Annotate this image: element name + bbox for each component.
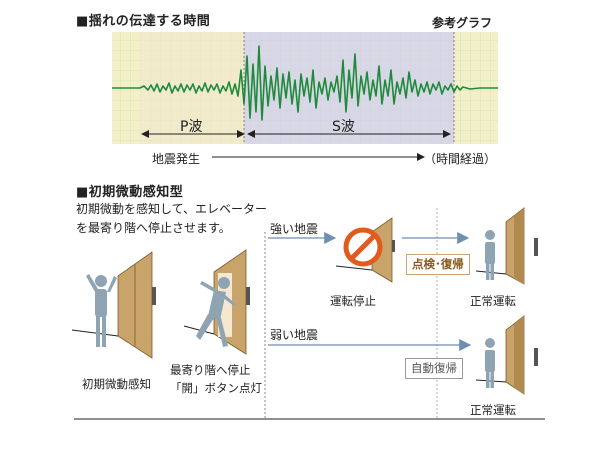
person-icon-normal-bottom — [485, 338, 495, 388]
person-icon-stumbling — [196, 277, 236, 347]
reference-graph-label: 参考グラフ — [432, 16, 493, 30]
halt-caption: 運転停止 — [330, 294, 376, 308]
normal-caption-bottom: 正常運転 — [470, 403, 516, 417]
earthquake-occurrence-label: 地震発生 — [152, 152, 201, 166]
section1-title: ■揺れの伝達する時間 — [76, 14, 211, 29]
elevator-door-stage1 — [71, 251, 156, 359]
seismic-wave-line — [112, 45, 498, 121]
description-line-2: を最寄り階へ停止させます。 — [76, 221, 231, 235]
normal-caption-top: 正常運転 — [470, 294, 516, 308]
strong-quake-label: 強い地震 — [270, 222, 319, 236]
person-icon-normal-top — [485, 230, 495, 280]
auto-recovery-badge: 自動復帰 — [405, 358, 463, 379]
elevator-door-normal-top — [475, 207, 538, 285]
s-wave-label: S波 — [332, 119, 355, 135]
inspection-recovery-badge: 点検･復帰 — [406, 254, 470, 275]
initial-detection-caption: 初期微動感知 — [82, 377, 151, 391]
time-elapsed-label: （時間経過） — [424, 152, 497, 166]
weak-quake-label: 弱い地震 — [270, 328, 319, 342]
prohibition-icon — [343, 227, 383, 267]
elevator-door-normal-bottom — [475, 315, 538, 395]
p-wave-label: P波 — [180, 119, 203, 135]
section2-title: ■初期微動感知型 — [76, 185, 184, 200]
stop-caption-line-1: 最寄り階へ停止 — [170, 363, 251, 377]
person-icon-startled — [86, 274, 117, 347]
description-line-1: 初期微動を感知して、エレベーター — [76, 202, 268, 216]
stop-caption-line-2: 「開」ボタン点灯 — [170, 381, 262, 395]
seismic-chart — [112, 32, 498, 161]
